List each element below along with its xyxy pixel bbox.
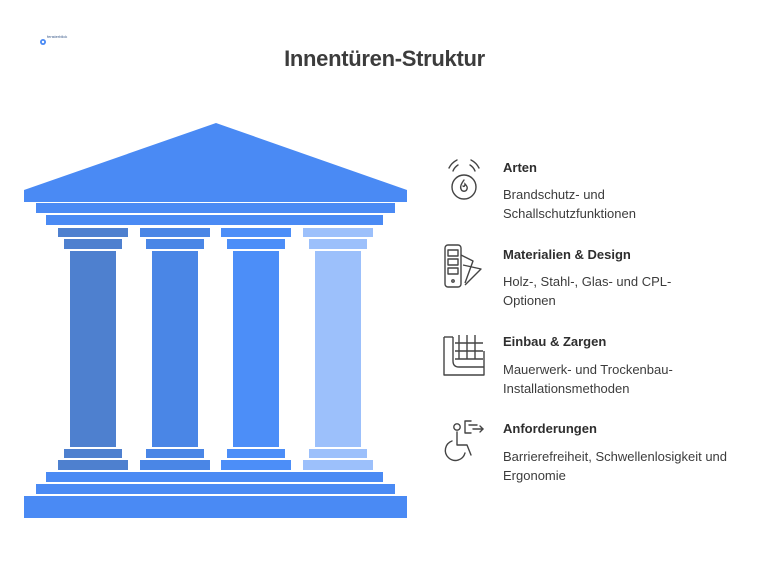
- page-title: Innentüren-Struktur: [284, 46, 485, 71]
- item-desc-anforderungen: Barrierefreiheit, Schwellenlosigkeit und…: [503, 449, 728, 483]
- temple-roof: [24, 123, 407, 190]
- item-title-einbau: Einbau & Zargen: [503, 334, 607, 349]
- accessibility-icon: [444, 420, 484, 462]
- material-swatch-icon: [444, 244, 482, 288]
- base-step-1: [46, 472, 383, 482]
- item-desc-arten: Brandschutz- und Schallschutzfunktionen: [503, 187, 636, 221]
- roof-beam-1: [24, 190, 407, 202]
- item-desc-materialien: Holz-, Stahl-, Glas- und CPL-Optionen: [503, 274, 672, 308]
- column-3: [221, 228, 291, 470]
- column-1: [58, 228, 128, 470]
- fire-alarm-icon: [448, 159, 480, 200]
- column-4: [303, 228, 373, 470]
- item-title-materialien: Materialien & Design: [503, 247, 631, 262]
- base-step-2: [36, 484, 395, 494]
- roof-beam-2: [36, 203, 395, 213]
- item-title-anforderungen: Anforderungen: [503, 421, 597, 436]
- item-title-arten: Arten: [503, 160, 537, 175]
- base-step-3: [24, 496, 407, 518]
- logo-text: fensterblick: [47, 34, 68, 39]
- item-desc-einbau: Mauerwerk- und Trockenbau-Installationsm…: [503, 362, 673, 396]
- wall-grid-icon: [443, 335, 485, 376]
- logo-mark-icon: [40, 39, 46, 45]
- column-2: [140, 228, 210, 470]
- brand-logo: fensterblick: [38, 34, 80, 45]
- roof-beam-3: [46, 215, 383, 225]
